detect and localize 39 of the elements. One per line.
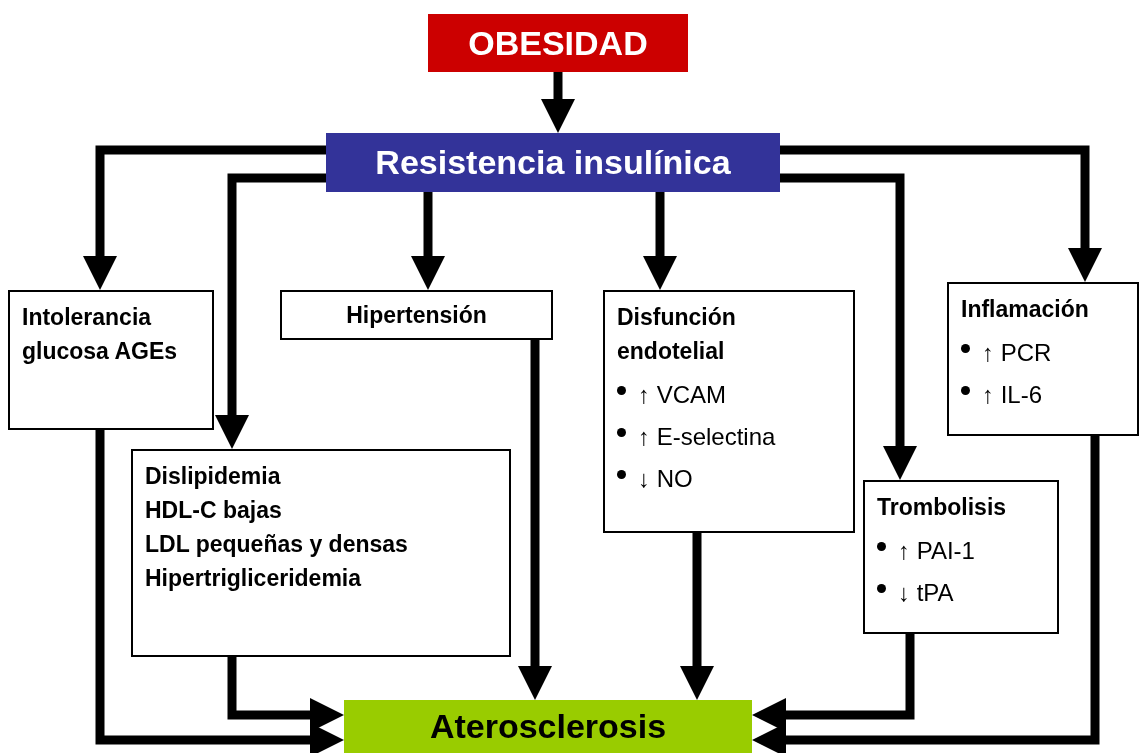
factor-box bbox=[8, 290, 214, 430]
arrow bbox=[680, 533, 714, 700]
box-heading: Disfunción endotelial bbox=[617, 303, 737, 366]
bullet-text: ↓ tPA bbox=[898, 578, 954, 608]
outcome-box bbox=[344, 700, 752, 753]
arrow bbox=[780, 145, 1102, 282]
box-label: OBESIDAD bbox=[468, 22, 648, 64]
cause-box bbox=[326, 133, 780, 192]
title-box bbox=[428, 14, 688, 72]
box-label: Aterosclerosis bbox=[429, 706, 667, 747]
factor-box bbox=[863, 480, 1059, 634]
factor-box bbox=[603, 290, 855, 533]
arrow bbox=[752, 436, 1100, 753]
bullet-text: ↑ E-selectina bbox=[638, 422, 776, 452]
box-heading: Intolerancia glucosa AGEs bbox=[22, 303, 179, 366]
arrow bbox=[541, 72, 575, 133]
arrow bbox=[643, 192, 677, 290]
box-heading: LDL pequeñas y densas bbox=[145, 530, 409, 559]
arrow bbox=[780, 173, 917, 480]
arrow bbox=[83, 145, 326, 290]
bullet-text: ↑ PCR bbox=[982, 338, 1052, 368]
bullet-text: ↑ PAI-1 bbox=[898, 536, 975, 566]
bullet-text: ↑ VCAM bbox=[638, 380, 726, 410]
arrow bbox=[95, 430, 344, 753]
box-label: Resistencia insulínica bbox=[375, 142, 731, 183]
box-heading: Inflamación bbox=[961, 295, 1090, 324]
box-heading: Hipertrigliceridemia bbox=[145, 564, 363, 593]
box-label: Hipertensión bbox=[346, 300, 487, 330]
bullet-text: ↓ NO bbox=[638, 464, 693, 494]
factor-box bbox=[131, 449, 511, 657]
arrow bbox=[411, 192, 445, 290]
box-heading: Trombolisis bbox=[877, 493, 1008, 522]
box-heading: HDL-C bajas bbox=[145, 496, 283, 525]
factor-box bbox=[280, 290, 553, 340]
box-heading: Dislipidemia bbox=[145, 462, 282, 491]
arrow bbox=[215, 173, 326, 449]
factor-box bbox=[947, 282, 1139, 436]
arrow bbox=[518, 340, 552, 700]
bullet-text: ↑ IL-6 bbox=[982, 380, 1043, 410]
